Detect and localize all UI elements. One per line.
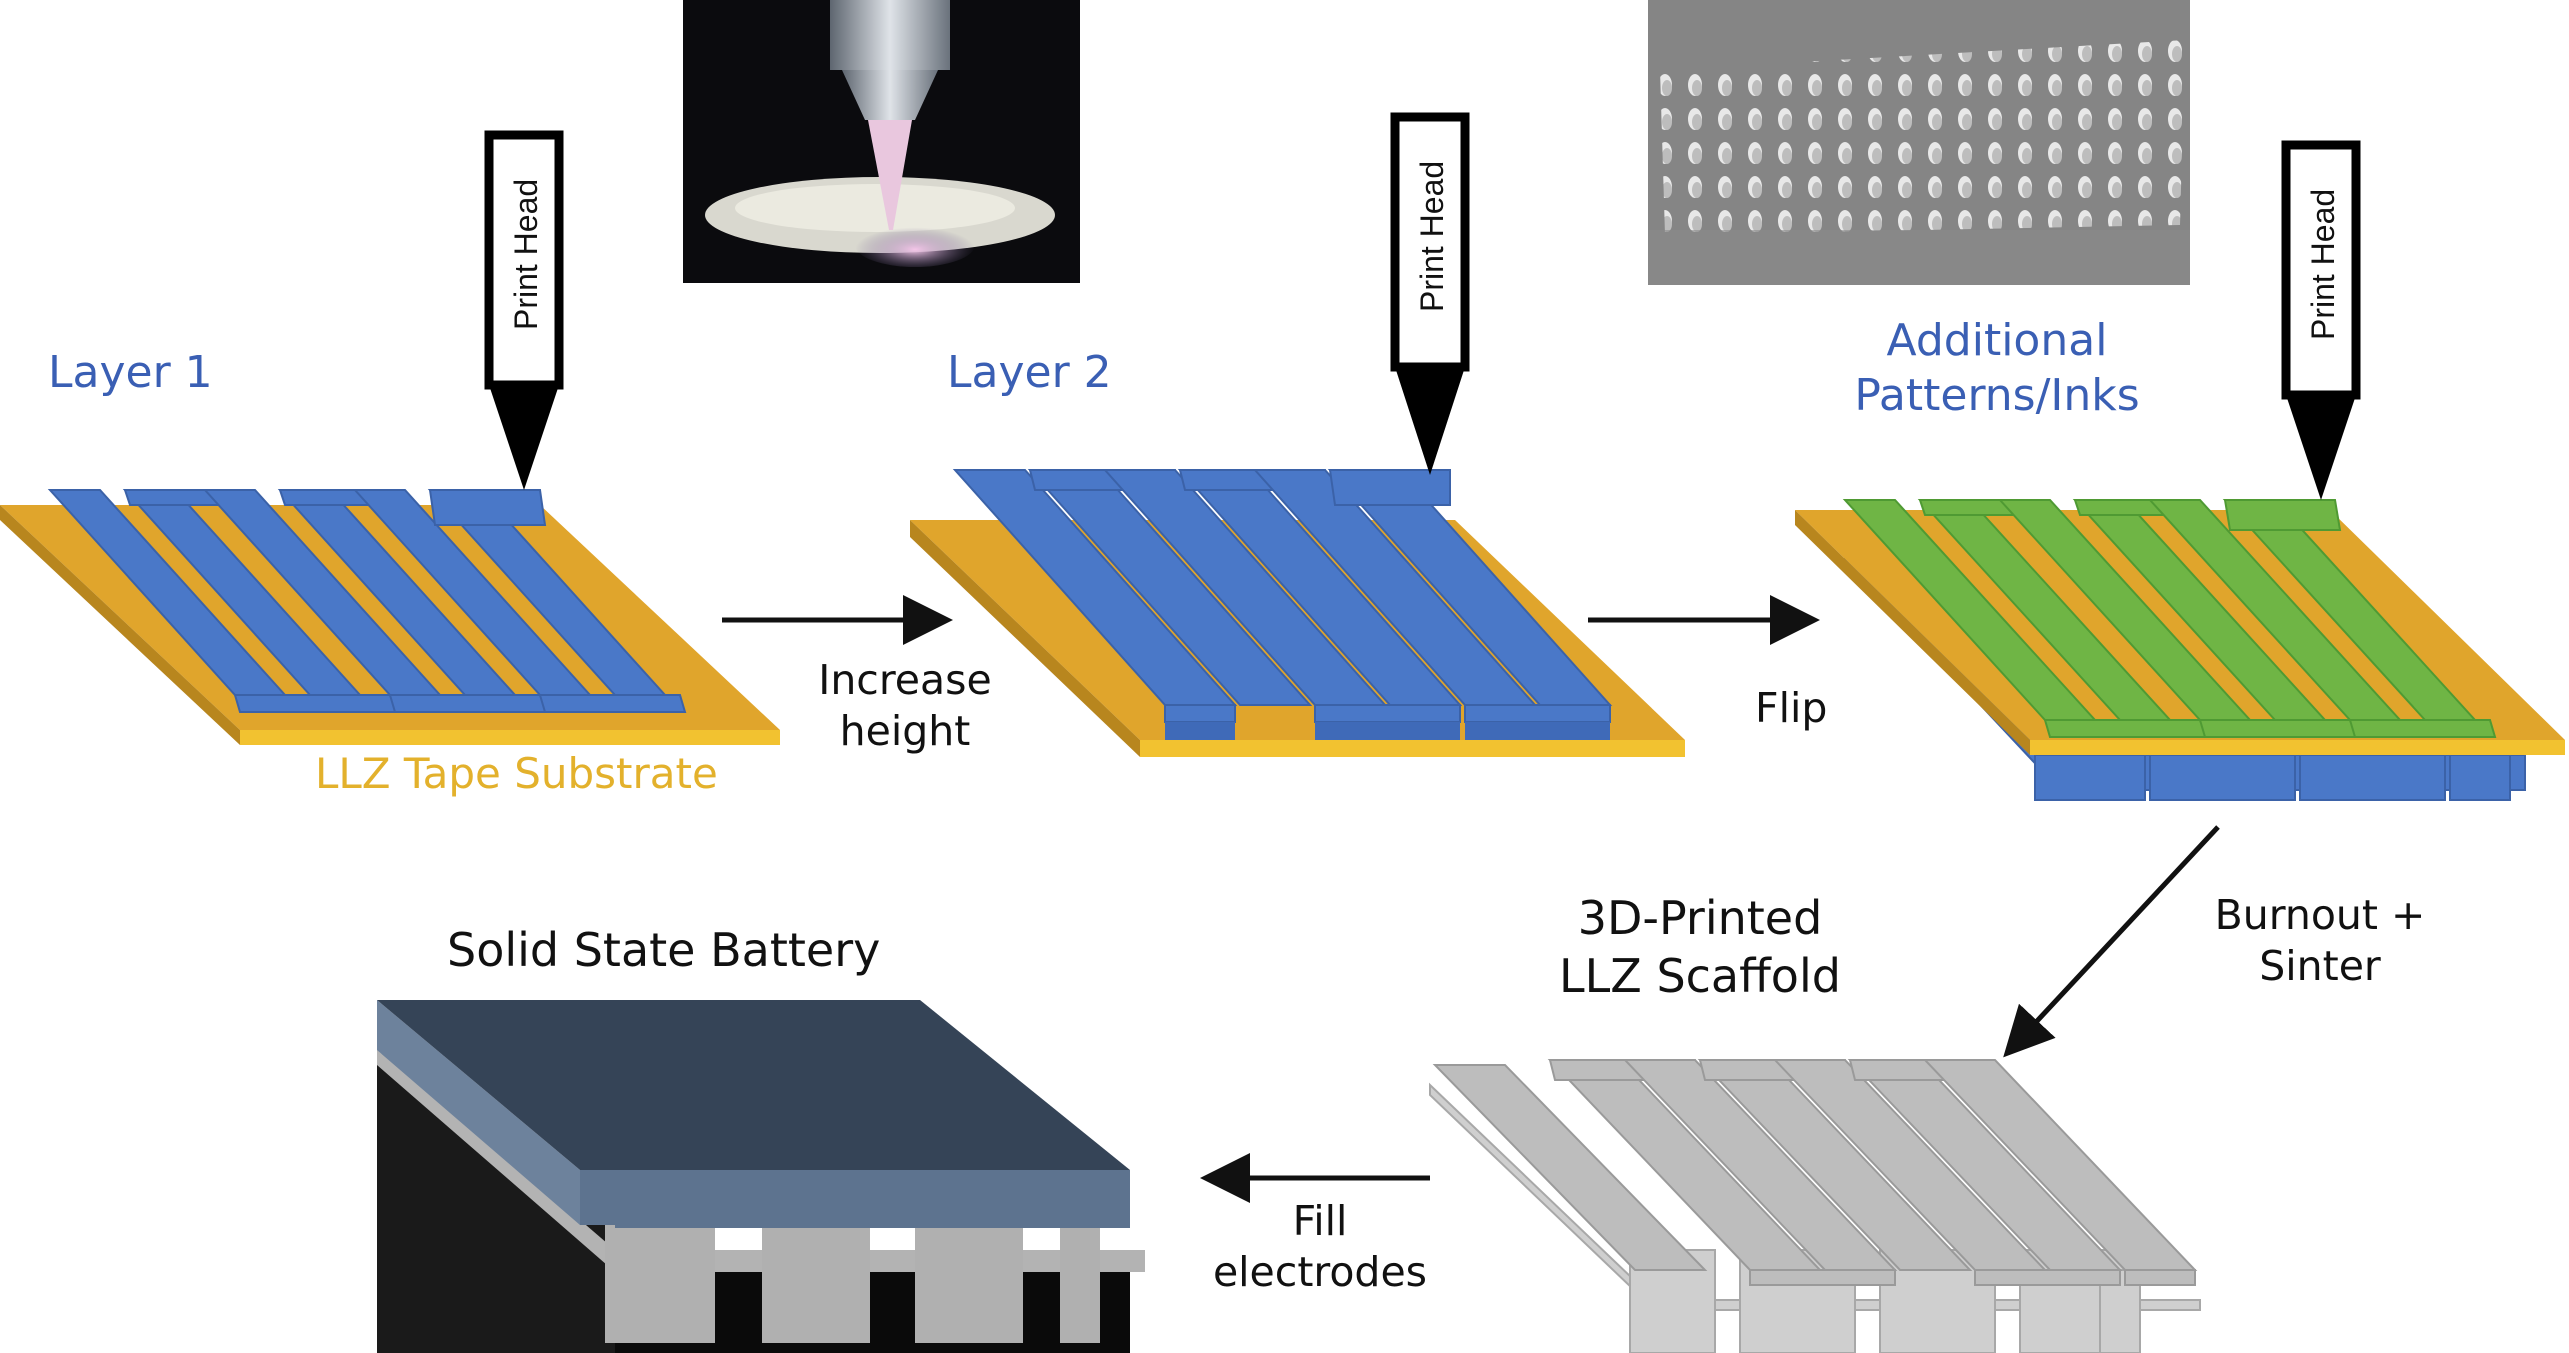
battery-panel xyxy=(377,1000,1145,1353)
scaffold-line1: 3D-Printed xyxy=(1577,891,1823,945)
layer1-panel xyxy=(0,489,780,745)
substrate-label: LLZ Tape Substrate xyxy=(315,749,718,798)
layer1-label: Layer 1 xyxy=(48,347,213,398)
print-head-label: Print Head xyxy=(1414,161,1450,312)
print-head-label: Print Head xyxy=(2305,189,2341,340)
layer2-panel xyxy=(910,469,1685,757)
print-head-label: Print Head xyxy=(508,179,544,330)
scaffold-line2: LLZ Scaffold xyxy=(1559,948,1841,1003)
increase-line1: Increase xyxy=(818,656,992,704)
sem-pillar-photo xyxy=(1648,0,2190,285)
print-head-icon: Print Head xyxy=(1390,112,1470,475)
fill-electrodes-label: Fill electrodes xyxy=(1205,1196,1435,1299)
scaffold-panel xyxy=(1429,1059,2201,1353)
burnout-line1: Burnout + xyxy=(2214,891,2426,939)
additional-line1: Additional xyxy=(1886,315,2108,366)
arrow-icon xyxy=(2003,825,2220,1058)
fill-line2: electrodes xyxy=(1212,1248,1428,1297)
flip-label: Flip xyxy=(1755,684,1828,732)
scaffold-label: 3D-Printed LLZ Scaffold xyxy=(1550,890,1850,1005)
battery-label: Solid State Battery xyxy=(447,923,881,977)
additional-label: Additional Patterns/Inks xyxy=(1842,313,2152,423)
print-head-icon: Print Head xyxy=(2281,140,2361,500)
burnout-label: Burnout + Sinter xyxy=(2210,890,2430,993)
nozzle-photo xyxy=(683,0,1080,283)
print-head-icon: Print Head xyxy=(484,130,564,490)
increase-line2: height xyxy=(839,707,971,756)
layer2-label: Layer 2 xyxy=(947,347,1112,398)
burnout-line2: Sinter xyxy=(2259,942,2381,991)
increase-height-label: Increase height xyxy=(805,655,1005,758)
additional-panel xyxy=(1795,499,2565,801)
fill-line1: Fill xyxy=(1292,1197,1348,1245)
additional-line2: Patterns/Inks xyxy=(1854,370,2140,421)
